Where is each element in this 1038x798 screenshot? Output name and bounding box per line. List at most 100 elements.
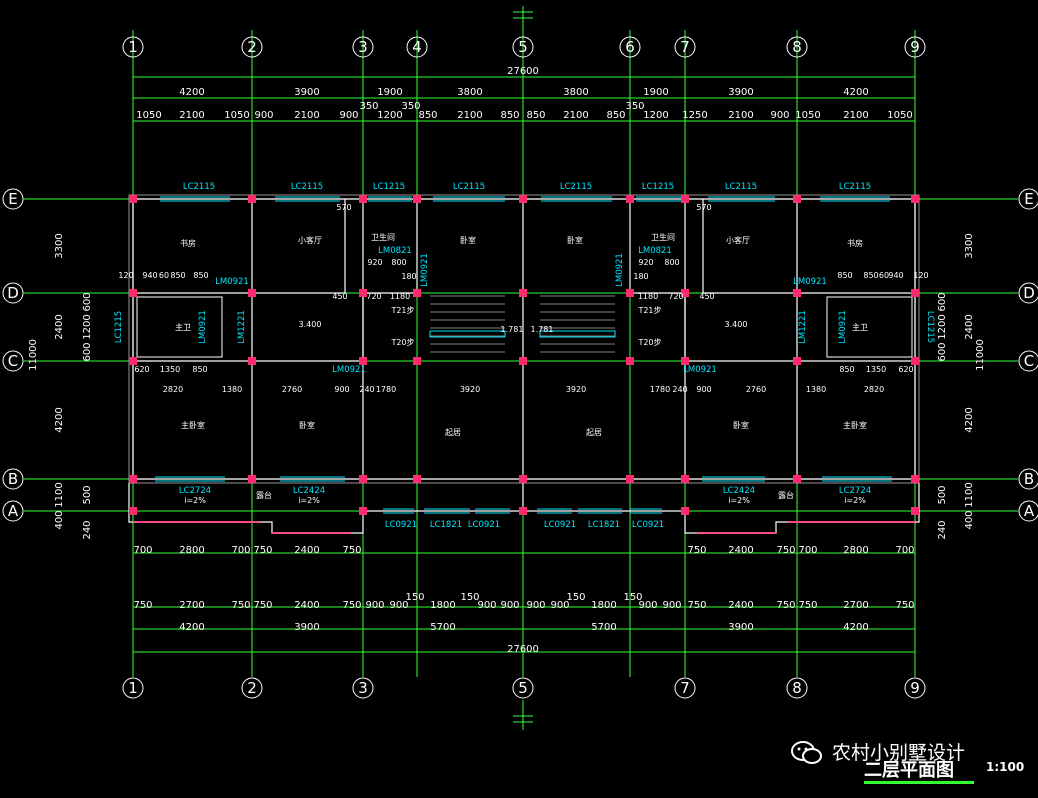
axis-bubble-bottom-3	[352, 677, 374, 699]
window-top-label-6: LC2115	[725, 182, 757, 192]
window-top-label-5: LC1215	[642, 182, 674, 192]
dim-bottom-a-8: 750	[776, 545, 795, 556]
dim-top-row2-10: 850	[526, 110, 545, 121]
local-core-13: 570	[696, 203, 711, 212]
local-core-4: 1180	[638, 292, 658, 301]
axis-bubble-bottom-2	[241, 677, 263, 699]
dim-bottom-b-7: 900	[389, 600, 408, 611]
column-35	[911, 475, 919, 483]
misc-right: 1.781	[531, 325, 554, 334]
master-bath-left	[136, 296, 223, 358]
dim-top-note-0: 350	[359, 101, 378, 112]
axis-label-top-7: 7	[680, 38, 690, 56]
local-ur-0: 850	[837, 271, 852, 280]
local-bm-0: 3920	[460, 385, 480, 394]
level-right: 3.400	[725, 320, 748, 329]
axis-bubble-right-D	[1018, 282, 1038, 304]
dim-top-row2-8: 2100	[457, 110, 482, 121]
local-ul-0: 120	[118, 271, 133, 280]
local-bl-1: 1380	[222, 385, 242, 394]
dim-bottom-note-3: 150	[623, 592, 642, 603]
axis-bubble-bottom-1	[122, 677, 144, 699]
room-master-bath-right: 主卫	[852, 322, 868, 332]
local-core-9: 180	[633, 272, 648, 281]
axis-bubble-4	[406, 36, 428, 58]
door-label-3: LM1221	[237, 310, 247, 344]
dim-top-row2-4: 2100	[294, 110, 319, 121]
column-9	[359, 289, 367, 297]
column-29	[793, 289, 801, 297]
dim-side-bay-right-3: 1100	[964, 482, 975, 507]
column-32	[911, 195, 919, 203]
stair-landing	[429, 330, 506, 338]
room-upper-4: 卧室	[567, 235, 583, 245]
local-mr-1: 1350	[866, 365, 886, 374]
local-ul-2: 60	[159, 271, 169, 280]
dim-top-row1-2: 1900	[377, 87, 402, 98]
axis-label-top-4: 4	[412, 38, 422, 56]
dim-top-row1-1: 3900	[294, 87, 319, 98]
dim-bottom-a-7: 2400	[728, 545, 753, 556]
axis-bubble-right-B	[1018, 468, 1038, 490]
staircase-1	[539, 295, 616, 353]
column-13	[413, 289, 421, 297]
axis-bubble-right-A	[1018, 500, 1038, 522]
slope-label-1: i=2%	[298, 496, 320, 505]
dim-top-row1-0: 4200	[179, 87, 204, 98]
window-side-left: LC1215	[114, 311, 124, 343]
room-upper-3: 卧室	[460, 235, 476, 245]
column-2	[129, 357, 137, 365]
door-label-8: LM0921	[615, 253, 625, 287]
window-bottom-label-0: LC2724	[179, 486, 211, 496]
door-label-1: LM0821	[378, 246, 412, 256]
dim-bottom-c-3: 5700	[591, 622, 616, 633]
axis-label-right-A: A	[1024, 502, 1035, 520]
room-upper-5: 卫生间	[651, 232, 675, 242]
dim-side-bay-left-1: 2400	[54, 314, 65, 339]
window-bottom-label-1: LC2424	[293, 486, 325, 496]
axis-label-bottom-2: 2	[247, 679, 257, 697]
local-core-10: 450	[332, 292, 347, 301]
room-upper-1: 小客厅	[298, 235, 322, 245]
door-label-10: LM0921	[683, 365, 717, 375]
stair-label-1: T20步	[390, 338, 414, 347]
dim-bottom-b-13: 1800	[591, 600, 616, 611]
local-br-0: 1780	[650, 385, 670, 394]
column-25	[681, 289, 689, 297]
axis-label-top-3: 3	[358, 38, 368, 56]
axis-bubble-left-B	[2, 468, 24, 490]
dim-bottom-b-11: 900	[526, 600, 545, 611]
window-bottom-label-8: LC2424	[723, 486, 755, 496]
room-upper-2: 卫生间	[371, 232, 395, 242]
level-left: 3.400	[299, 320, 322, 329]
door-label-2: LM0921	[420, 253, 430, 287]
dim-bottom-a-1: 2800	[179, 545, 204, 556]
plan-title: 二层平面图	[864, 760, 954, 781]
window-top-label-4: LC2115	[560, 182, 592, 192]
room-lower-3: 起居	[586, 428, 602, 437]
column-30	[793, 357, 801, 365]
axis-label-bottom-1: 1	[128, 679, 138, 697]
local-bl-3: 900	[334, 385, 349, 394]
dim-top-row2-7: 850	[418, 110, 437, 121]
dim-bottom-c-2: 5700	[430, 622, 455, 633]
window-bottom-label-4: LC0921	[468, 520, 500, 530]
local-bl-0: 2820	[163, 385, 183, 394]
dim-top-note-2: 350	[625, 101, 644, 112]
dim-top-note-1: 350	[401, 101, 420, 112]
column-37	[359, 507, 367, 515]
dim-top-row2-3: 900	[254, 110, 273, 121]
local-br-1: 240	[672, 385, 687, 394]
room-master-bath-left: 主卫	[175, 322, 191, 332]
watermark: 农村小别墅设计 二层平面图 1:100	[784, 736, 1034, 796]
axis-label-right-B: B	[1024, 470, 1034, 488]
dim-bottom-a-5: 750	[342, 545, 361, 556]
column-4	[248, 195, 256, 203]
local-br-5: 2820	[864, 385, 884, 394]
column-0	[129, 195, 137, 203]
dim-bottom-a-3: 750	[253, 545, 272, 556]
local-core-2: 720	[366, 292, 381, 301]
column-24	[681, 195, 689, 203]
